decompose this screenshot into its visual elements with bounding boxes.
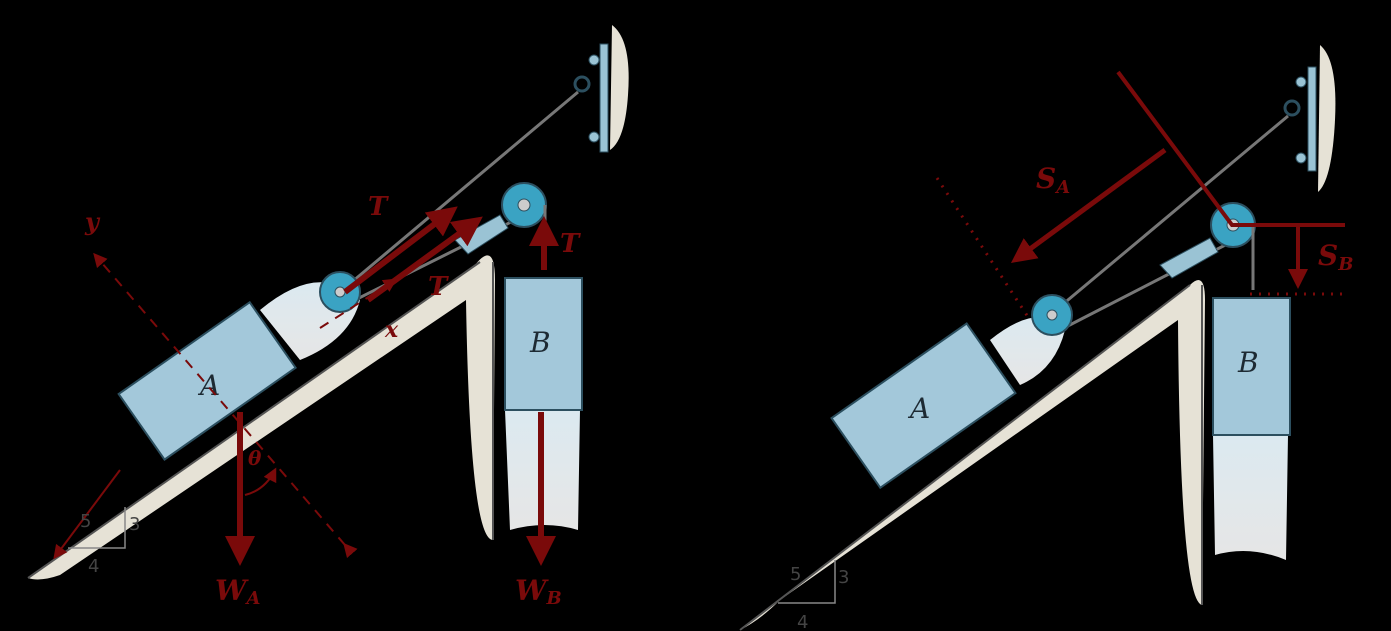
slope-rise: 3 — [129, 514, 140, 535]
block-a-label: A — [197, 369, 220, 402]
x-axis-label: x — [384, 317, 399, 343]
tension-label-2: T — [428, 272, 449, 302]
block-b — [504, 277, 583, 411]
block-b-label: B — [529, 326, 551, 359]
sa-label: S — [1036, 162, 1056, 195]
block-a-label-right: A — [907, 392, 930, 425]
svg-text:SB: SB — [1318, 239, 1353, 275]
tension-label-1: T — [368, 192, 389, 222]
incline-surface — [28, 255, 495, 580]
wall-anchor-right — [1283, 45, 1336, 192]
slope-triangle-right — [778, 560, 836, 604]
y-axis — [93, 252, 358, 559]
slope-hyp-right: 5 — [790, 564, 801, 585]
right-position-diagram: A B SA SB 5 3 4 — [739, 45, 1353, 631]
weight-b-label: W — [515, 574, 549, 607]
sa-sub: A — [1054, 177, 1070, 198]
angle-arc — [244, 467, 277, 496]
slope-hyp: 5 — [80, 511, 91, 532]
y-axis-label: y — [84, 207, 101, 236]
block-a-right — [830, 322, 1017, 490]
weight-b-sub: B — [545, 588, 561, 609]
sb-label: S — [1318, 239, 1338, 272]
svg-text:SA: SA — [1036, 162, 1070, 198]
slope-triangle — [68, 507, 126, 549]
svg-text:WB: WB — [515, 574, 562, 609]
slope-run-right: 4 — [797, 612, 808, 631]
wall-anchor — [573, 25, 629, 153]
incline-surface-right — [740, 280, 1205, 630]
svg-text:WA: WA — [215, 574, 260, 609]
sb-sub: B — [1337, 254, 1353, 275]
slope-rise-right: 3 — [838, 567, 849, 588]
weight-a-sub: A — [244, 588, 260, 609]
left-free-body-diagram: A B T T T WA WB y x θ 5 3 — [27, 25, 629, 609]
tension-arrow-upper — [343, 206, 458, 295]
weight-a-label: W — [215, 574, 249, 607]
block-b-label-right: B — [1237, 346, 1259, 379]
x-axis — [319, 278, 398, 329]
block-b-right — [1212, 297, 1291, 436]
tension-label-3: T — [560, 229, 581, 259]
sa-reference-line — [935, 177, 1032, 321]
angle-label: θ — [248, 446, 262, 470]
slope-run: 4 — [88, 556, 99, 577]
datum-line — [1116, 70, 1345, 227]
rope — [339, 90, 579, 294]
sa-arrow — [1010, 147, 1167, 263]
